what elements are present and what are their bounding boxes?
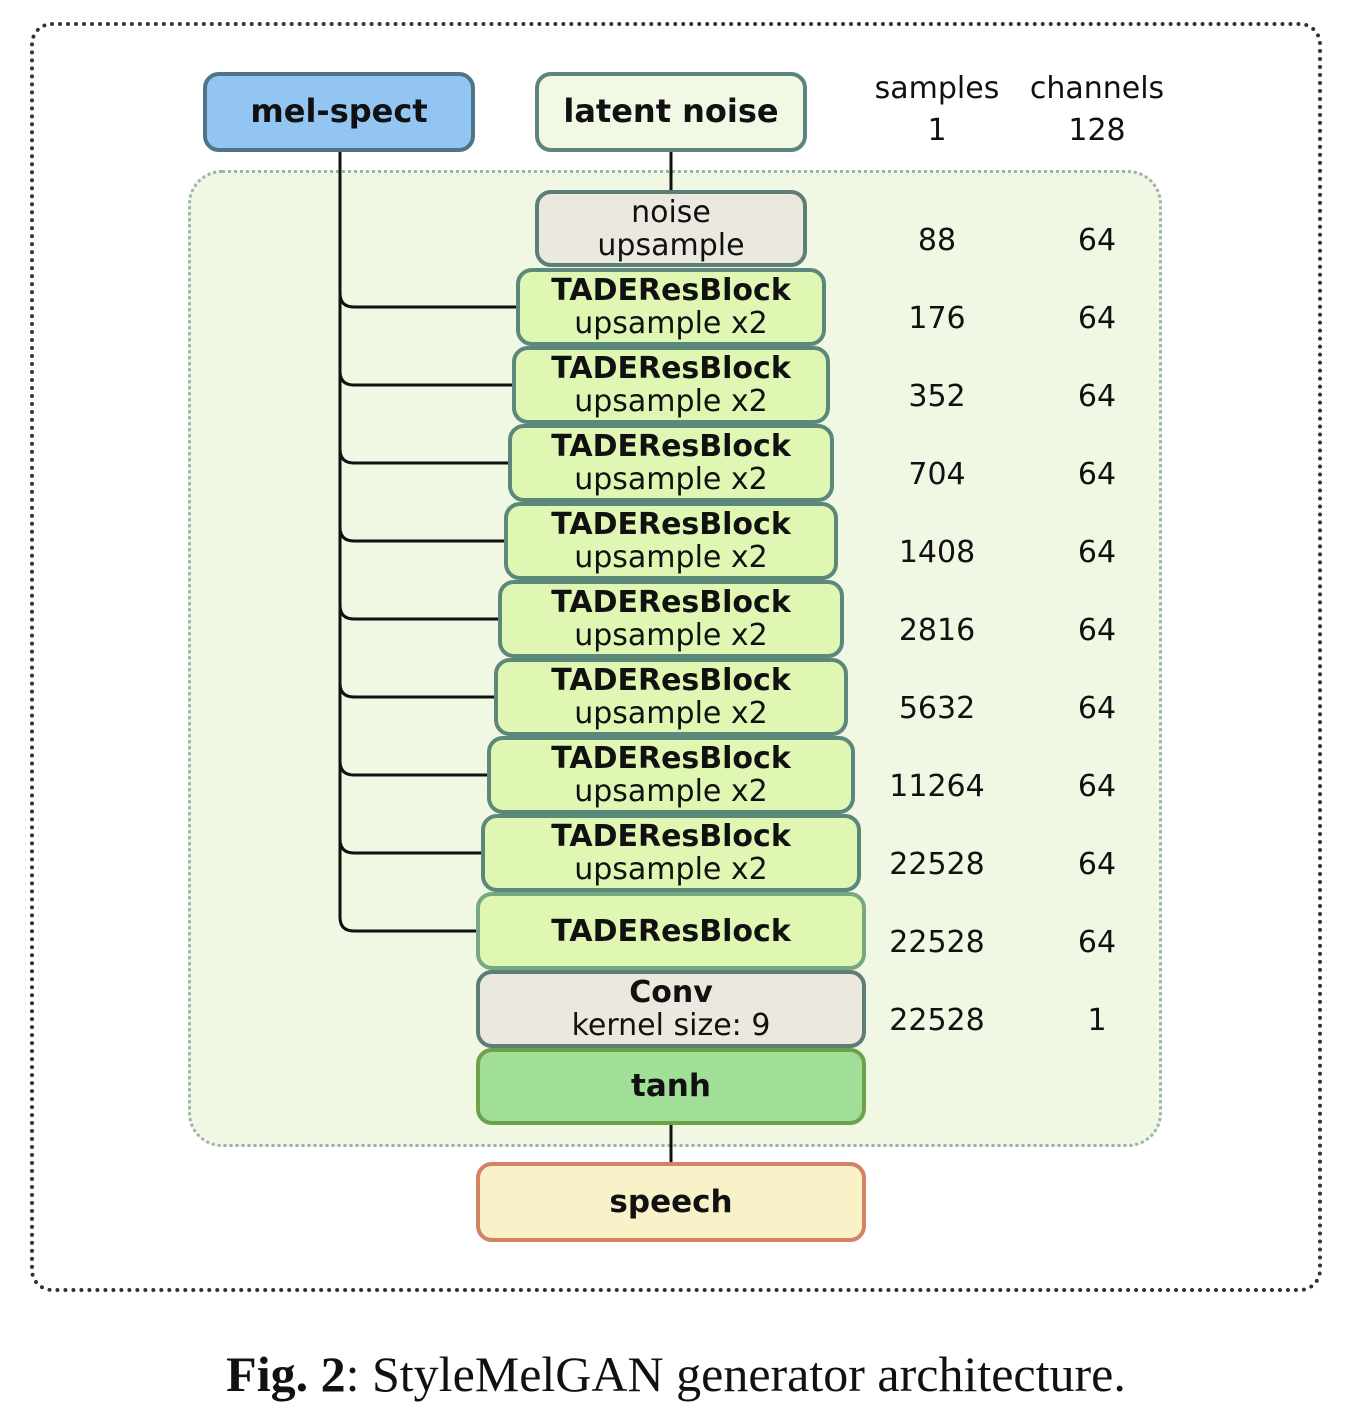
tade-resblock-sub: upsample x2 — [574, 540, 768, 575]
tade-resblock-title: TADEResBlock — [551, 429, 791, 464]
mel-branch-line — [338, 370, 512, 387]
latent-noise-input: latent noise — [535, 72, 807, 152]
tade-resblock-title: TADEResBlock — [551, 585, 791, 620]
channels-value: 64 — [1077, 613, 1117, 648]
channels-value: 64 — [1077, 769, 1117, 804]
mel-branch-line — [338, 838, 481, 855]
tanh-label: tanh — [631, 1068, 711, 1105]
samples-value: 11264 — [889, 769, 985, 804]
tade-resblock-sub: upsample x2 — [574, 384, 768, 419]
conv-sub: kernel size: 9 — [571, 1008, 771, 1043]
mel-branch-line — [338, 604, 498, 621]
samples-value: 22528 — [889, 925, 985, 960]
noise-upsample-line1: noise — [631, 194, 711, 230]
channels-value: 64 — [1077, 457, 1117, 492]
latent-noise-label: latent noise — [563, 92, 779, 131]
noise-upsample-block: noise upsample — [535, 190, 807, 267]
channels-value: 64 — [1077, 223, 1117, 258]
tade-resblock-title: TADEResBlock — [551, 351, 791, 386]
speech-label: speech — [609, 1183, 733, 1220]
channels-header: channels — [1029, 71, 1165, 106]
channels-value: 64 — [1077, 379, 1117, 414]
samples-value: 352 — [908, 379, 966, 414]
tade-resblock-title: TADEResBlock — [551, 273, 791, 308]
channels-value: 64 — [1077, 535, 1117, 570]
samples-value: 176 — [908, 301, 966, 336]
conv-title: Conv — [629, 975, 713, 1010]
mel-spect-label: mel-spect — [250, 92, 428, 131]
samples-value: 22528 — [889, 847, 985, 882]
samples-value: 1 — [927, 113, 947, 148]
tade-resblock-sub: upsample x2 — [574, 696, 768, 731]
channels-value: 64 — [1077, 847, 1117, 882]
conv-block: Conv kernel size: 9 — [476, 970, 866, 1048]
tade-resblock-sub: upsample x2 — [574, 618, 768, 653]
samples-value: 704 — [908, 457, 966, 492]
tade-resblock-sub: upsample x2 — [574, 306, 768, 341]
mel-branch-line — [338, 760, 487, 777]
samples-value: 1408 — [898, 535, 976, 570]
noise-upsample-line2: upsample — [597, 227, 745, 263]
channels-value: 64 — [1077, 691, 1117, 726]
tade-resblock-title: TADEResBlock — [551, 913, 791, 949]
channels-value: 128 — [1068, 113, 1126, 148]
channels-value: 1 — [1087, 1003, 1107, 1038]
outer-frame — [30, 22, 1322, 1292]
tade-resblock-sub: upsample x2 — [574, 774, 768, 809]
tade-resblock-title: TADEResBlock — [551, 741, 791, 776]
tade-resblock-title: TADEResBlock — [551, 507, 791, 542]
mel-branch-line — [338, 526, 504, 543]
caption-text: : StyleMelGAN generator architecture. — [345, 1346, 1126, 1402]
tade-resblock-title: TADEResBlock — [551, 819, 791, 854]
samples-value: 22528 — [889, 1003, 985, 1038]
tade-resblock-9: TADEResBlock — [476, 892, 866, 970]
mel-branch-line — [338, 682, 494, 699]
figure-caption: Fig. 2: StyleMelGAN generator architectu… — [0, 1345, 1352, 1403]
samples-value: 5632 — [898, 691, 976, 726]
tade-resblock-sub: upsample x2 — [574, 462, 768, 497]
mel-spect-input: mel-spect — [203, 72, 475, 152]
mel-branch-line — [338, 448, 508, 465]
samples-header: samples — [874, 71, 1000, 106]
samples-value: 88 — [917, 223, 957, 258]
channels-value: 64 — [1077, 925, 1117, 960]
tade-resblock-title: TADEResBlock — [551, 663, 791, 698]
tade-resblock-sub: upsample x2 — [574, 852, 768, 887]
caption-fig-label: Fig. 2 — [226, 1346, 346, 1402]
tanh-block: tanh — [476, 1048, 866, 1125]
channels-value: 64 — [1077, 301, 1117, 336]
mel-branch-line — [338, 292, 516, 309]
speech-output: speech — [476, 1162, 866, 1242]
mel-branch-line — [338, 916, 476, 933]
samples-value: 2816 — [898, 613, 976, 648]
